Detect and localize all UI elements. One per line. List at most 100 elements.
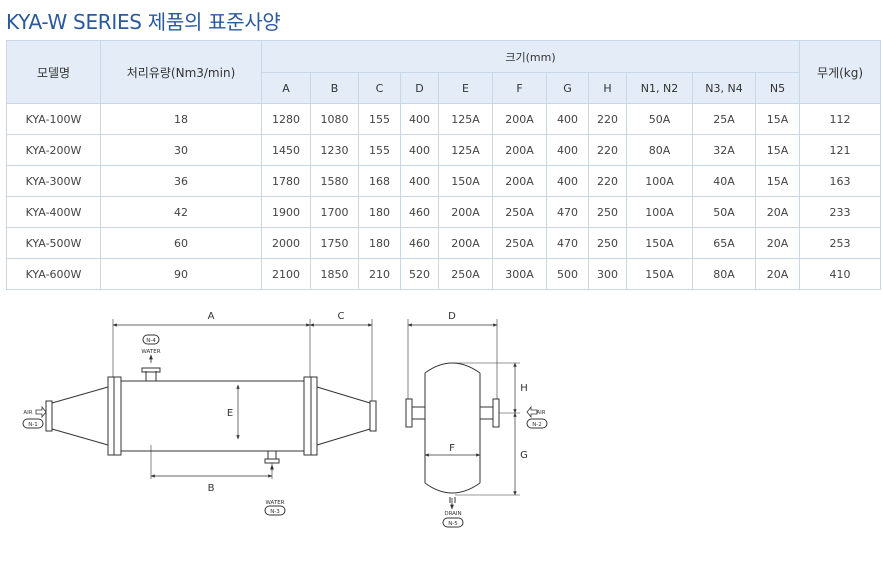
- table-cell: 500: [546, 258, 589, 290]
- model-cell: KYA-600W: [6, 258, 101, 290]
- header-model: 모델명: [6, 40, 101, 104]
- header-size-col: N5: [754, 72, 801, 104]
- dim-label-g: G: [520, 450, 528, 461]
- table-cell: 65A: [692, 227, 756, 259]
- header-size-col: N3, N4: [692, 72, 756, 104]
- nozzle-tag-n1: N-1: [28, 422, 38, 428]
- table-cell: 25A: [692, 103, 756, 135]
- table-cell: 200A: [492, 165, 547, 197]
- table-cell: 150A: [438, 165, 493, 197]
- table-cell: 180: [358, 196, 401, 228]
- table-cell: 1780: [261, 165, 311, 197]
- page-title: KYA-W SERIES 제품의 표준사양: [6, 10, 281, 34]
- table-cell: 220: [588, 103, 627, 135]
- table-cell: 1700: [310, 196, 359, 228]
- table-cell: 250A: [438, 258, 493, 290]
- table-cell: 250: [588, 227, 627, 259]
- table-cell: 410: [799, 258, 882, 290]
- model-cell: KYA-300W: [6, 165, 101, 197]
- table-cell: 220: [588, 165, 627, 197]
- nozzle-tag-n3: N-3: [270, 509, 280, 515]
- table-cell: 220: [588, 134, 627, 166]
- table-cell: 155: [358, 134, 401, 166]
- table-cell: 150A: [626, 227, 693, 259]
- header-size-col: A: [261, 72, 311, 104]
- dim-label-b: B: [208, 483, 215, 494]
- table-cell: 1450: [261, 134, 311, 166]
- header-size-col: D: [400, 72, 439, 104]
- table-cell: 250A: [492, 227, 547, 259]
- table-cell: 100A: [626, 196, 693, 228]
- table-cell: 1850: [310, 258, 359, 290]
- dim-label-c: C: [338, 311, 345, 322]
- table-cell: 20A: [754, 258, 801, 290]
- dim-label-f: F: [449, 443, 455, 454]
- table-cell: 200A: [438, 196, 493, 228]
- table-cell: 155: [358, 103, 401, 135]
- table-cell: 250A: [492, 196, 547, 228]
- table-cell: 1280: [261, 103, 311, 135]
- table-cell: 32A: [692, 134, 756, 166]
- table-cell: 400: [400, 103, 439, 135]
- table-cell: 60: [100, 227, 262, 259]
- side-view: [22, 319, 377, 516]
- table-cell: 80A: [626, 134, 693, 166]
- table-cell: 40A: [692, 165, 756, 197]
- header-weight: 무게(kg): [799, 40, 882, 104]
- header-size-col: B: [310, 72, 359, 104]
- table-cell: 210: [358, 258, 401, 290]
- table-cell: 20A: [754, 227, 801, 259]
- table-cell: 18: [100, 103, 262, 135]
- table-cell: 460: [400, 227, 439, 259]
- table-cell: 163: [799, 165, 882, 197]
- table-cell: 121: [799, 134, 882, 166]
- table-cell: 50A: [626, 103, 693, 135]
- table-cell: 470: [546, 196, 589, 228]
- model-cell: KYA-100W: [6, 103, 101, 135]
- water-label-top: WATER: [141, 349, 160, 355]
- header-size-col: F: [492, 72, 547, 104]
- water-label-bottom: WATER: [265, 500, 284, 506]
- table-cell: 233: [799, 196, 882, 228]
- table-cell: 1580: [310, 165, 359, 197]
- table-cell: 180: [358, 227, 401, 259]
- air-label-left: AIR: [23, 410, 32, 416]
- table-cell: 1750: [310, 227, 359, 259]
- heat-exchanger-drawing: A C B E D F H G N-4 WATER N-1 AIR WATER …: [22, 311, 548, 528]
- header-size-col: N1, N2: [626, 72, 693, 104]
- table-cell: 15A: [754, 103, 801, 135]
- table-cell: 50A: [692, 196, 756, 228]
- table-cell: 36: [100, 165, 262, 197]
- table-cell: 30: [100, 134, 262, 166]
- table-cell: 80A: [692, 258, 756, 290]
- table-cell: 112: [799, 103, 882, 135]
- table-cell: 400: [546, 165, 589, 197]
- header-flow: 처리유량(Nm3/min): [100, 40, 262, 104]
- table-cell: 400: [546, 103, 589, 135]
- dim-label-h: H: [520, 383, 528, 394]
- table-cell: 400: [400, 134, 439, 166]
- header-size-col: C: [358, 72, 401, 104]
- table-cell: 1080: [310, 103, 359, 135]
- model-cell: KYA-200W: [6, 134, 101, 166]
- nozzle-tag-n4: N-4: [146, 338, 156, 344]
- end-view: [405, 319, 548, 528]
- table-cell: 1900: [261, 196, 311, 228]
- table-cell: 300A: [492, 258, 547, 290]
- table-cell: 470: [546, 227, 589, 259]
- table-cell: 125A: [438, 134, 493, 166]
- table-cell: 400: [546, 134, 589, 166]
- table-cell: 250: [588, 196, 627, 228]
- table-cell: 100A: [626, 165, 693, 197]
- dim-label-a: A: [208, 311, 215, 322]
- table-cell: 253: [799, 227, 882, 259]
- table-cell: 1230: [310, 134, 359, 166]
- table-cell: 2000: [261, 227, 311, 259]
- table-cell: 2100: [261, 258, 311, 290]
